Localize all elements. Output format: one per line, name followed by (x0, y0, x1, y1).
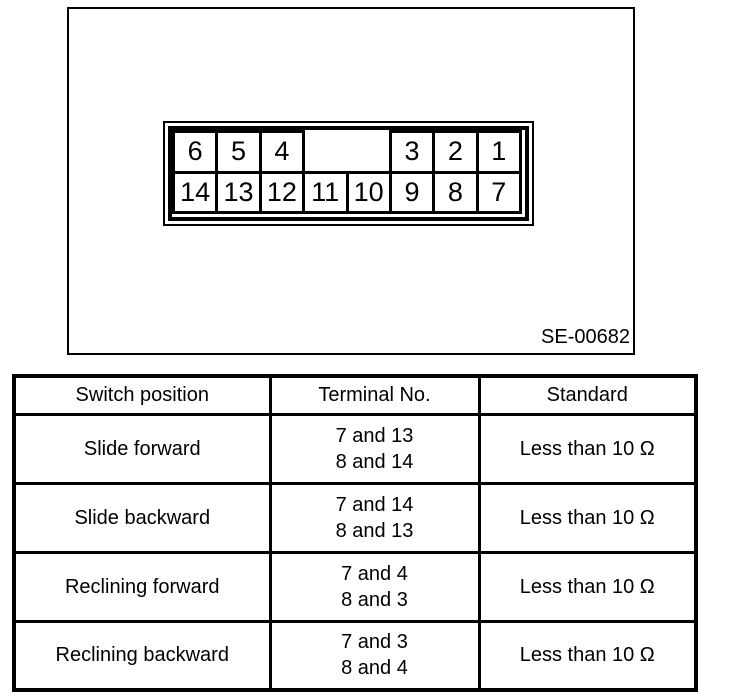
terminal-no-cell: 7 and 14 8 and 13 (268, 481, 481, 554)
terminal-line: 8 and 3 (341, 588, 408, 611)
standard-cell: Less than 10 Ω (477, 412, 698, 485)
pin-cell: 9 (388, 170, 436, 214)
terminal-line: 7 and 14 (335, 493, 414, 516)
pin-cell: 10 (345, 170, 392, 214)
standard-cell: Less than 10 Ω (477, 619, 698, 692)
pin-cell: 11 (302, 170, 349, 214)
pinout-grid: 6 5 4 3 2 1 14 13 12 11 10 9 8 (171, 130, 523, 214)
switch-position-cell: Slide backward (12, 481, 272, 554)
switch-position-cell: Slide forward (12, 412, 272, 485)
table-row: Slide forward 7 and 13 8 and 14 Less tha… (12, 412, 698, 485)
terminal-line: 7 and 4 (341, 562, 408, 585)
connector-diagram: 6 5 4 3 2 1 14 13 12 11 10 9 8 (163, 121, 534, 226)
standard-cell: Less than 10 Ω (477, 550, 698, 623)
pin-cell: 6 (171, 130, 219, 174)
pin-cell: 7 (475, 170, 523, 214)
col-header-terminal-no: Terminal No. (268, 374, 481, 416)
switch-position-cell: Reclining backward (12, 619, 272, 692)
pin-cell: 8 (432, 170, 479, 214)
col-header-switch-position: Switch position (12, 374, 272, 416)
pinout-bottom-row: 14 13 12 11 10 9 8 7 (171, 170, 523, 214)
switch-position-cell: Reclining forward (12, 550, 272, 623)
terminal-no-cell: 7 and 13 8 and 14 (268, 412, 481, 485)
terminal-no-cell: 7 and 3 8 and 4 (268, 619, 481, 692)
terminal-line: 8 and 14 (335, 450, 414, 473)
pin-cell: 4 (258, 130, 306, 174)
table-row: Reclining backward 7 and 3 8 and 4 Less … (12, 619, 698, 692)
pin-cell: 13 (215, 170, 262, 214)
pin-cell: 3 (388, 130, 436, 174)
pin-cell: 12 (258, 170, 306, 214)
terminal-line: 7 and 3 (341, 631, 408, 654)
terminal-line: 8 and 4 (341, 657, 408, 680)
switch-position-table: Switch position Terminal No. Standard Sl… (12, 374, 698, 692)
table-header-row: Switch position Terminal No. Standard (12, 374, 698, 416)
figure-box: 6 5 4 3 2 1 14 13 12 11 10 9 8 (67, 7, 635, 355)
pinout-top-row: 6 5 4 3 2 1 (171, 130, 523, 174)
pin-gap (347, 132, 390, 173)
connector-frame: 6 5 4 3 2 1 14 13 12 11 10 9 8 (168, 126, 529, 221)
terminal-line: 7 and 13 (335, 424, 414, 447)
terminal-line: 8 and 13 (335, 519, 414, 542)
pin-cell: 2 (432, 130, 479, 174)
table-row: Slide backward 7 and 14 8 and 13 Less th… (12, 481, 698, 554)
standard-cell: Less than 10 Ω (477, 481, 698, 554)
col-header-standard: Standard (477, 374, 698, 416)
pin-gap (304, 132, 347, 173)
figure-code-label: SE-00682 (541, 326, 630, 348)
terminal-no-cell: 7 and 4 8 and 3 (268, 550, 481, 623)
pin-cell: 5 (215, 130, 262, 174)
pin-cell: 1 (475, 130, 523, 174)
table-row: Reclining forward 7 and 4 8 and 3 Less t… (12, 550, 698, 623)
pin-cell: 14 (171, 170, 219, 214)
